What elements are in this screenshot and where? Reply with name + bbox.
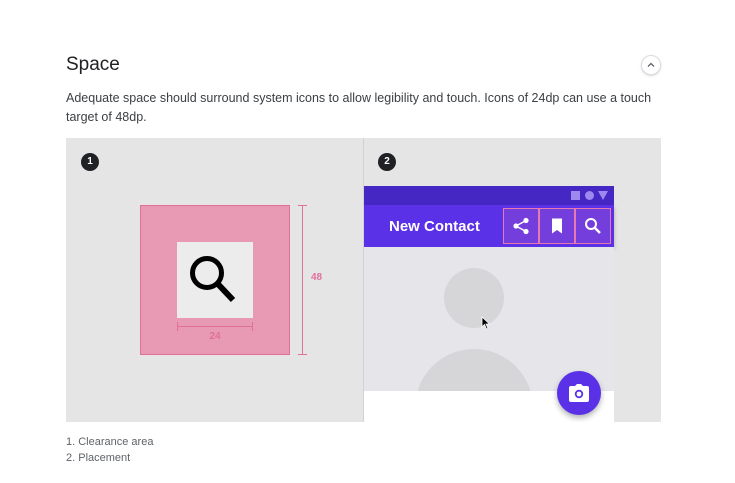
clearance-panel: 1 24 48 bbox=[66, 138, 363, 422]
width-measure-tick bbox=[252, 322, 253, 331]
triangle-icon bbox=[598, 191, 608, 200]
camera-fab-button[interactable] bbox=[557, 371, 601, 415]
search-icon bbox=[585, 218, 601, 234]
section-description: Adequate space should surround system ic… bbox=[66, 91, 652, 124]
panel-number-badge: 1 bbox=[81, 153, 99, 171]
camera-icon bbox=[569, 384, 589, 402]
icon-area bbox=[177, 242, 253, 318]
chevron-up-icon bbox=[647, 62, 655, 67]
share-icon bbox=[513, 217, 529, 235]
caption-item: 1. Clearance area bbox=[66, 436, 154, 448]
width-measure-line bbox=[177, 326, 253, 327]
app-bar-title: New Contact bbox=[389, 218, 480, 235]
collapse-button[interactable] bbox=[641, 55, 661, 75]
placement-panel: 2 New Contact bbox=[363, 138, 661, 422]
panel-number-badge: 2 bbox=[378, 153, 396, 171]
height-measure-line bbox=[302, 205, 303, 355]
app-bar: New Contact bbox=[364, 205, 614, 247]
status-bar bbox=[364, 186, 614, 205]
avatar-head bbox=[444, 268, 504, 328]
circle-icon bbox=[585, 191, 594, 200]
mouse-cursor-icon bbox=[481, 316, 491, 330]
search-button[interactable] bbox=[575, 208, 611, 244]
icon-size-label: 24 bbox=[209, 331, 221, 342]
height-measure-tick bbox=[298, 354, 307, 355]
target-size-label: 48 bbox=[311, 272, 323, 283]
share-button[interactable] bbox=[503, 208, 539, 244]
bookmark-button[interactable] bbox=[539, 208, 575, 244]
caption-item: 2. Placement bbox=[66, 452, 131, 464]
search-icon bbox=[190, 256, 236, 303]
square-icon bbox=[571, 191, 580, 200]
section-title: Space bbox=[66, 54, 120, 75]
bookmark-icon bbox=[552, 218, 562, 234]
